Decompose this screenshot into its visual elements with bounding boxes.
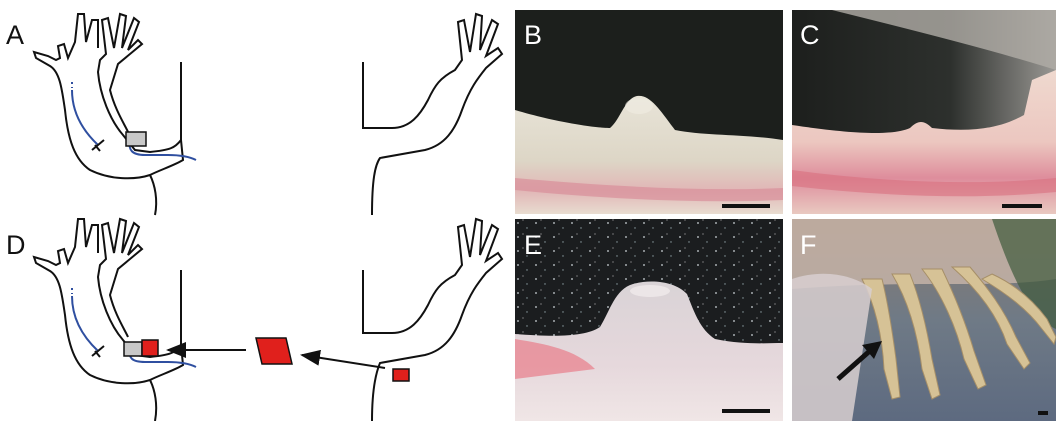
panel-label-a: A	[6, 22, 24, 49]
photo-panel-e	[515, 219, 783, 421]
panel-label-b: B	[524, 22, 542, 49]
photo-panel-f	[792, 219, 1056, 421]
panel-label-e: E	[524, 232, 542, 259]
photo-panel-b	[515, 10, 783, 214]
scale-bar-f	[1038, 411, 1048, 415]
panel-label-f: F	[800, 232, 817, 259]
panel-label-d: D	[6, 232, 26, 259]
limb-outline-outer	[34, 14, 183, 178]
panel-label-c: C	[800, 22, 820, 49]
photo-panel-c	[792, 10, 1056, 214]
lower-body-edge	[150, 175, 156, 215]
panel-d-graft-free	[256, 338, 292, 364]
panel-d-wound	[124, 342, 142, 356]
panel-a-wound	[126, 132, 146, 146]
panel-d-donor-site	[393, 369, 409, 381]
arrow-donor-to-graft	[302, 355, 385, 368]
scale-bar-b	[722, 204, 770, 208]
schematic-diagram	[0, 0, 515, 421]
scale-bar-c	[1002, 204, 1042, 208]
panel-d-graft-implanted	[142, 340, 158, 356]
panel-d-right-limb	[363, 219, 502, 421]
panel-a-left-limb	[34, 14, 183, 215]
panel-a-right-limb	[363, 14, 502, 215]
scale-bar-e	[722, 409, 770, 413]
panel-d-left-limb	[34, 219, 183, 421]
